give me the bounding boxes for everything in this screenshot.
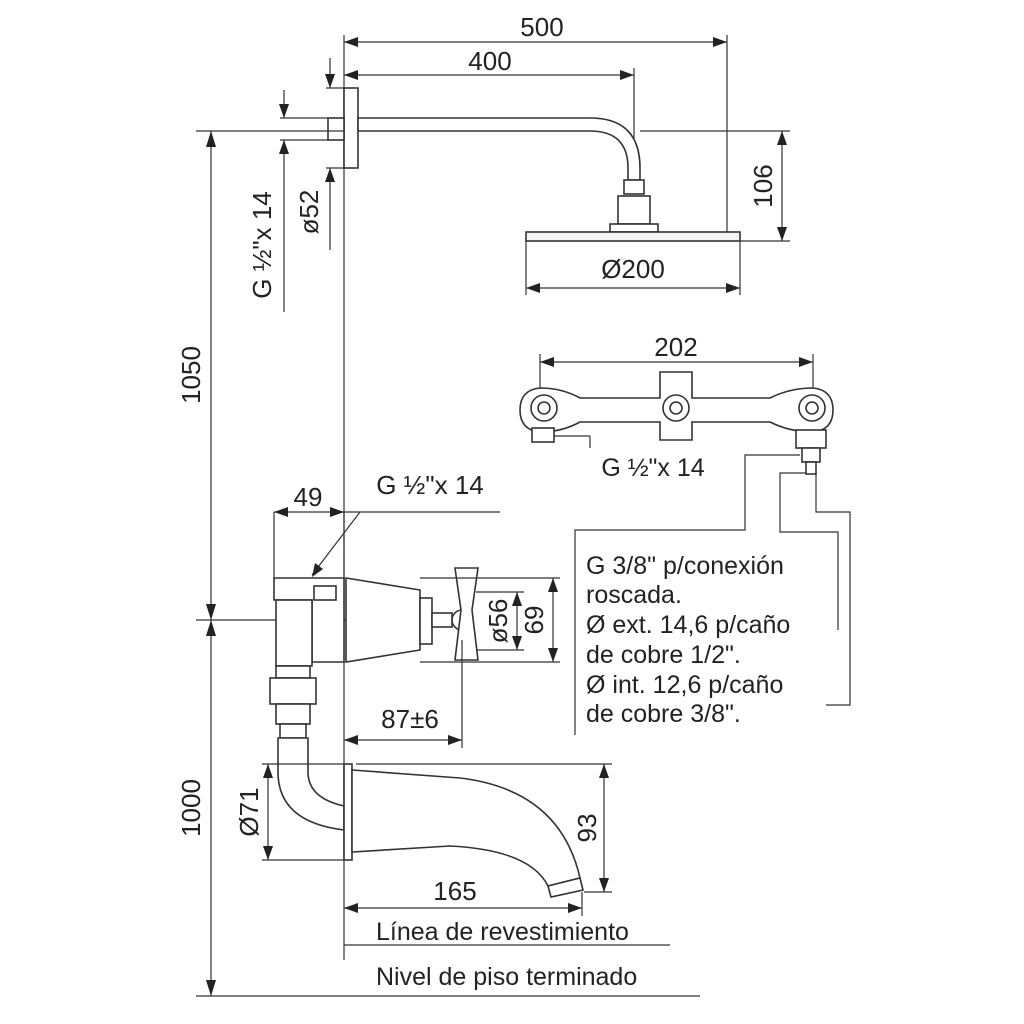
valve-body-detail: 202 G ½"x 14 bbox=[519, 332, 851, 735]
label-87: 87±6 bbox=[381, 704, 439, 734]
label-arm-thread: G ½"x 14 bbox=[247, 191, 277, 299]
dimension-1050: 1050 bbox=[176, 130, 344, 620]
note-line-5: Ø int. 12,6 p/caño bbox=[586, 671, 783, 699]
label-71: Ø71 bbox=[234, 787, 264, 836]
note-line-1: G 3/8" p/conexión bbox=[586, 552, 784, 580]
label-165: 165 bbox=[433, 876, 476, 906]
dimension-200: Ø200 bbox=[525, 241, 741, 295]
wall-line-label: Línea de revestimiento bbox=[376, 918, 629, 946]
label-valve-thread: G ½"x 14 bbox=[601, 454, 704, 482]
floor-line-label: Nivel de piso terminado bbox=[376, 963, 637, 991]
dimension-52: ø52 bbox=[294, 58, 344, 250]
dimension-106: 106 bbox=[640, 130, 790, 242]
tub-spout: Ø71 93 165 bbox=[234, 737, 612, 916]
label-52: ø52 bbox=[294, 190, 324, 235]
label-1050: 1050 bbox=[176, 346, 206, 404]
dimension-arm-thread: G ½"x 14 bbox=[247, 90, 328, 312]
label-400: 400 bbox=[468, 46, 511, 76]
note-line-6: de cobre 3/8". bbox=[586, 700, 741, 728]
note-line-4: de cobre 1/2". bbox=[586, 641, 741, 669]
label-1000: 1000 bbox=[176, 779, 206, 837]
label-500: 500 bbox=[520, 12, 563, 42]
label-106: 106 bbox=[748, 164, 778, 207]
label-56: ø56 bbox=[483, 599, 513, 644]
label-49: 49 bbox=[294, 482, 323, 512]
label-69: 69 bbox=[519, 606, 549, 635]
label-200: Ø200 bbox=[601, 254, 665, 284]
label-outlet-thread: G ½"x 14 bbox=[376, 470, 484, 500]
shower-arm bbox=[327, 87, 741, 242]
outlet-assembly: 49 G ½"x 14 ø56 69 bbox=[269, 470, 560, 739]
dimension-500: 500 bbox=[344, 12, 728, 240]
reference-lines: Línea de revestimiento Nivel de piso ter… bbox=[344, 918, 670, 991]
connection-notes: G 3/8" p/conexión roscada. Ø ext. 14,6 p… bbox=[586, 552, 790, 728]
label-202: 202 bbox=[654, 332, 697, 362]
note-line-3: Ø ext. 14,6 p/caño bbox=[586, 611, 790, 639]
note-line-2: roscada. bbox=[586, 581, 682, 609]
dimension-87: 87±6 bbox=[344, 640, 463, 748]
dimension-400: 400 bbox=[344, 46, 635, 170]
label-93: 93 bbox=[572, 814, 602, 843]
